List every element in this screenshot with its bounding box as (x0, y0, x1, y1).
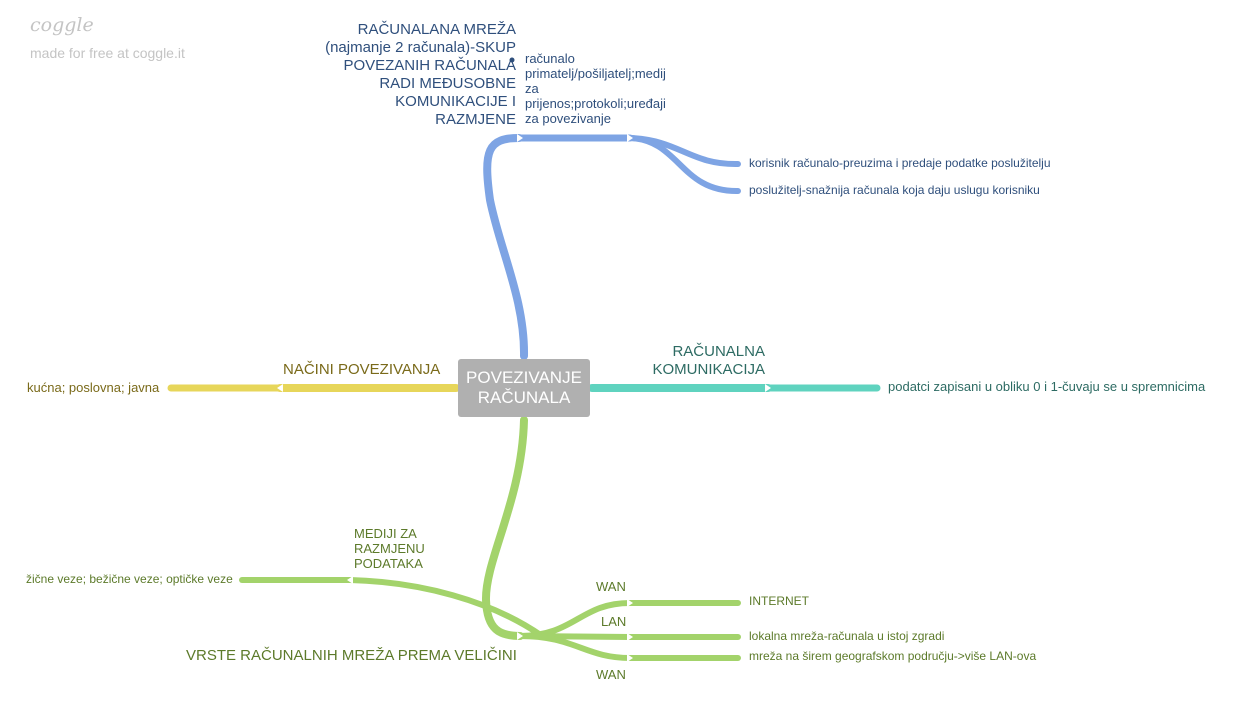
coggle-logo: coggle (30, 14, 94, 36)
teal-leaf[interactable]: podatci zapisani u obliku 0 i 1-čuvaju s… (888, 379, 1206, 394)
teal-title-line: KOMUNIKACIJA (652, 361, 765, 378)
node-marker (517, 134, 523, 142)
green-title[interactable]: VRSTE RAČUNALNIH MREŽA PREMA VELIČINI (186, 647, 517, 664)
blue-title-line: (najmanje 2 računala)-SKUP (325, 39, 516, 56)
yellow-title[interactable]: NAČINI POVEZIVANJA (283, 361, 441, 378)
green-media-leaf[interactable]: žične veze; bežične veze; optičke veze (26, 572, 233, 586)
blue-title-line: RAČUNALANA MREŽA (357, 21, 516, 38)
center-line-2: RAČUNALA (477, 388, 571, 407)
blue-title-line: RADI MEĐUSOBNE (379, 75, 516, 92)
branch-green-wan2[interactable] (517, 633, 741, 661)
green-media[interactable]: MEDIJI ZA RAZMJENU PODATAKA (354, 526, 425, 571)
green-type-label-wan-2[interactable]: WAN (596, 667, 626, 682)
green-type-label-wan[interactable]: WAN (596, 579, 626, 594)
green-type-leaf-internet[interactable]: INTERNET (749, 594, 809, 608)
blue-title-line: RAZMJENE (435, 111, 516, 128)
green-media-line: RAZMJENU (354, 541, 425, 556)
blue-sub-line: primatelj/pošiljatelj;medij (525, 66, 666, 81)
node-marker (627, 654, 633, 662)
yellow-leaf[interactable]: kućna; poslovna; javna (27, 380, 160, 395)
blue-title-line: POVEZANIH RAČUNALA (343, 57, 516, 74)
node-marker (627, 134, 633, 142)
blue-title[interactable]: RAČUNALANA MREŽA (najmanje 2 računala)-S… (325, 21, 516, 129)
node-marker (277, 384, 283, 392)
made-with-coggle[interactable]: made for free at coggle.it (30, 45, 185, 61)
blue-sub-line: za (525, 81, 539, 96)
branch-green-media[interactable] (347, 577, 545, 639)
center-line-1: POVEZIVANJE (466, 368, 582, 387)
blue-sub-line: za povezivanje (525, 111, 611, 126)
blue-subnode[interactable]: računalo primatelj/pošiljatelj;medij za … (525, 51, 666, 126)
teal-title[interactable]: RAČUNALNA KOMUNIKACIJA (652, 343, 765, 379)
node-marker (627, 633, 633, 641)
branch-blue-leaf2[interactable] (627, 135, 741, 195)
branch-green-trunk[interactable] (481, 416, 528, 640)
node-marker (347, 576, 353, 584)
green-type-label-lan[interactable]: LAN (601, 614, 627, 629)
node-marker (627, 599, 633, 607)
green-media-line: PODATAKA (354, 556, 423, 571)
green-type-leaf-lan[interactable]: lokalna mreža-računala u istoj zgradi (749, 629, 945, 643)
node-marker (765, 384, 771, 392)
green-type-leaf-wan[interactable]: mreža na širem geografskom području->viš… (749, 649, 1037, 663)
blue-sub-line: računalo (525, 51, 575, 66)
blue-leaf-server[interactable]: poslužitelj-snažnija računala koja daju … (749, 183, 1040, 197)
branch-blue-trunk[interactable] (483, 134, 529, 360)
node-marker (517, 632, 523, 640)
branch-green-wan1[interactable] (517, 600, 741, 639)
green-media-line: MEDIJI ZA (354, 526, 417, 541)
blue-leaf-client[interactable]: korisnik računalo-preuzima i predaje pod… (749, 156, 1051, 170)
blue-sub-line: prijenos;protokoli;uređaji (525, 96, 666, 111)
teal-title-line: RAČUNALNA (672, 343, 765, 360)
node-dot (509, 57, 515, 63)
center-node[interactable]: POVEZIVANJE RAČUNALA (458, 359, 590, 417)
blue-title-line: KOMUNIKACIJE I (395, 93, 516, 110)
